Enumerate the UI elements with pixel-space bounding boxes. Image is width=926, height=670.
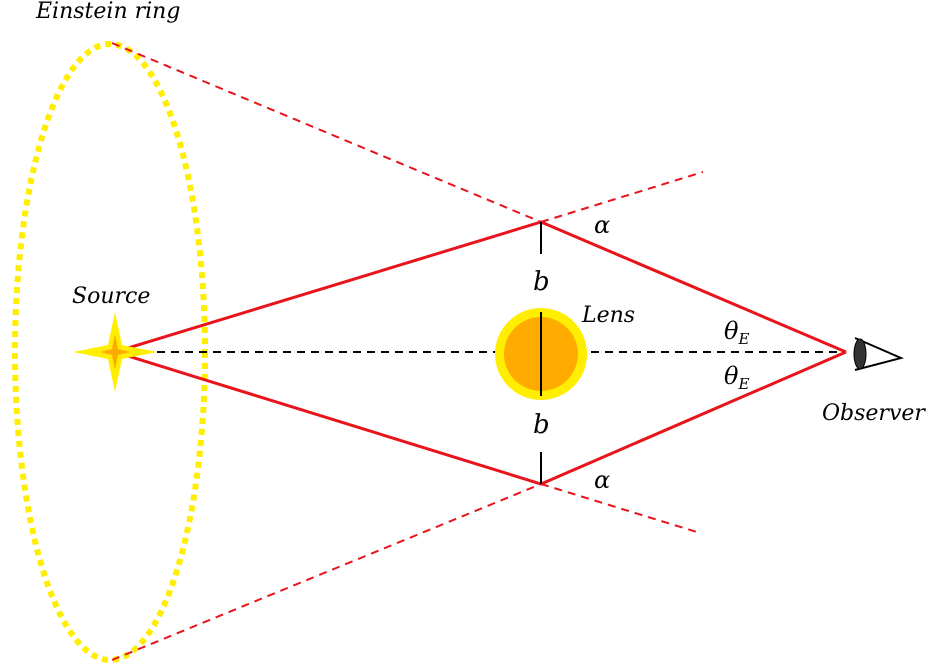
einstein-angle-label: θE	[724, 362, 749, 393]
impact-parameter-label: b	[533, 410, 550, 440]
source-label: Source	[72, 284, 150, 309]
impact-parameter-label: b	[533, 267, 550, 297]
lens-label: Lens	[581, 303, 635, 328]
apparent-ray-bottom	[111, 483, 542, 661]
deflection-angle-label: α	[594, 466, 610, 494]
deflection-angle-label: α	[594, 211, 610, 239]
eye-icon	[853, 337, 905, 371]
undeflected-ray-top	[540, 171, 704, 223]
apparent-ray-top	[111, 42, 542, 223]
undeflected-ray-bottom	[540, 483, 701, 534]
star-icon	[73, 312, 157, 392]
observer-label: Observer	[822, 401, 926, 426]
einstein-ring-label: Einstein ring	[35, 0, 180, 24]
einstein-angle-label: θE	[724, 317, 749, 348]
